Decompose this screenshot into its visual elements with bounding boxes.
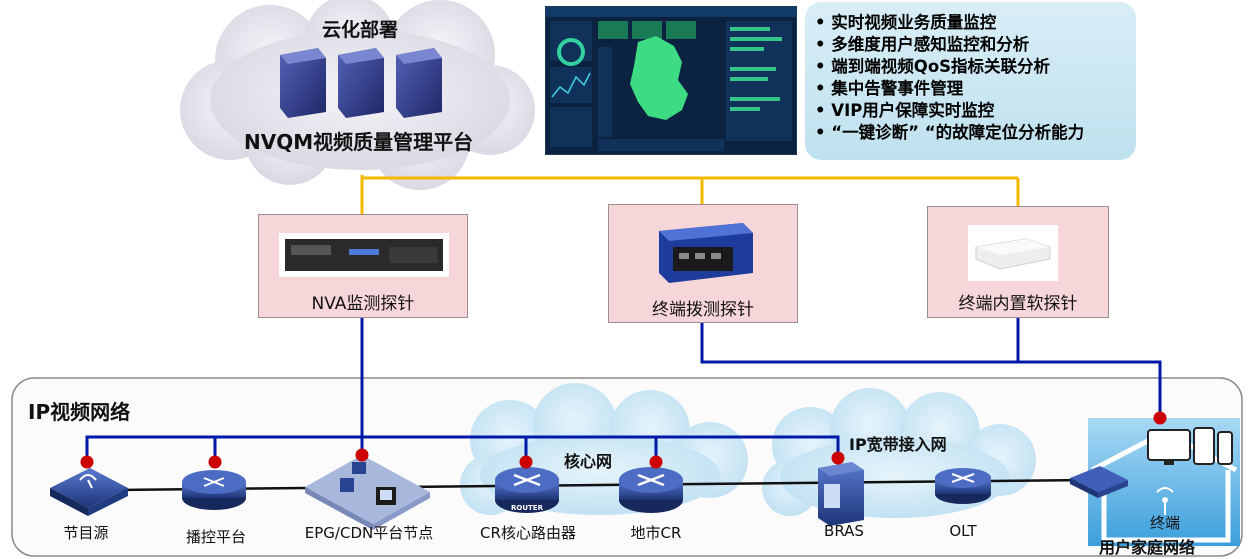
- nvqm-platform-title: NVQM视频质量管理平台: [244, 130, 474, 154]
- ip-network-title: IP视频网络: [28, 400, 131, 424]
- nva-appliance-icon: [279, 233, 449, 277]
- node-label-source: 节目源: [63, 524, 109, 542]
- home-gateway-icon: [1070, 466, 1128, 498]
- epg-cdn-icon: [305, 455, 430, 530]
- node-label-terminal: 终端: [1149, 514, 1180, 532]
- home-network-label: 用户家庭网络: [1099, 538, 1196, 557]
- access-network-label: IP宽带接入网: [849, 435, 947, 454]
- node-label-city-cr: 地市CR: [630, 524, 682, 542]
- core-network-label: 核心网: [564, 452, 613, 471]
- cr-core-router-icon: ROUTER: [495, 467, 559, 513]
- city-cr-router-icon: [619, 467, 683, 513]
- node-label-cr-core: CR核心路由器: [480, 524, 576, 542]
- program-source-icon: [50, 468, 128, 516]
- dial-probe-label: 终端拨测探针: [652, 300, 754, 320]
- feature-item: “一键诊断” “的故障定位分析能力: [815, 122, 1084, 144]
- core-cloud-shape: [460, 383, 748, 515]
- management-links: [360, 175, 1020, 214]
- feature-item: 实时视频业务质量监控: [815, 12, 1084, 34]
- terminal-devices-icon: [1147, 427, 1233, 515]
- olt-icon: [935, 468, 991, 504]
- builtin-probe-label: 终端内置软探针: [958, 294, 1078, 314]
- builtin-probe-box: 终端内置软探针: [927, 206, 1109, 318]
- cloud-deploy-title: 云化部署: [322, 19, 399, 41]
- server-icon: [280, 48, 442, 118]
- dashboard-screenshot: [545, 6, 797, 155]
- bras-icon: [818, 462, 864, 526]
- nva-probe-box: NVA监测探针: [258, 214, 468, 318]
- node-label-bras: BRAS: [824, 522, 864, 540]
- dial-probe-box: 终端拨测探针: [608, 204, 798, 323]
- router-tag: ROUTER: [511, 504, 544, 512]
- probe-dots: [80, 411, 1167, 469]
- set-top-box-icon: [968, 225, 1058, 281]
- nva-probe-label: NVA监测探针: [311, 294, 415, 314]
- broadcast-router-icon: [182, 470, 246, 510]
- backbone-link: [109, 478, 1091, 492]
- feature-item: 多维度用户感知监控和分析: [815, 34, 1084, 56]
- node-label-broadcast: 播控平台: [185, 528, 246, 546]
- feature-item: 端到端视频QoS指标关联分析: [815, 56, 1084, 78]
- node-label-olt: OLT: [949, 522, 977, 540]
- feature-item: 集中告警事件管理: [815, 78, 1084, 100]
- feature-list: 实时视频业务质量监控 多维度用户感知监控和分析 端到端视频QoS指标关联分析 集…: [815, 12, 1084, 144]
- feature-panel: 实时视频业务质量监控 多维度用户感知监控和分析 端到端视频QoS指标关联分析 集…: [805, 2, 1136, 160]
- node-label-epg: EPG/CDN平台节点: [304, 524, 434, 542]
- dashboard-thumbnail-graphic: [546, 7, 796, 151]
- feature-item: VIP用户保障实时监控: [815, 100, 1084, 122]
- dial-probe-device-icon: [659, 223, 753, 283]
